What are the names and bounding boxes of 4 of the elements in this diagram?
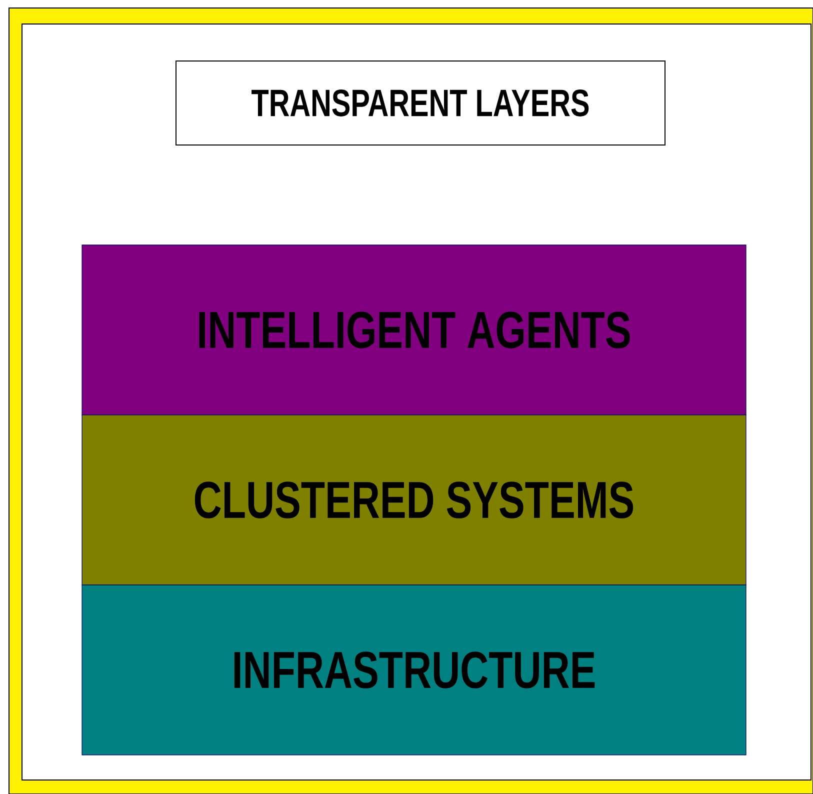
layer-band: CLUSTERED SYSTEMS	[82, 414, 746, 586]
layer-band: INFRASTRUCTURE	[82, 584, 746, 756]
title-box: TRANSPARENT LAYERS	[176, 60, 666, 146]
layer-band: INTELLIGENT AGENTS	[82, 244, 746, 416]
